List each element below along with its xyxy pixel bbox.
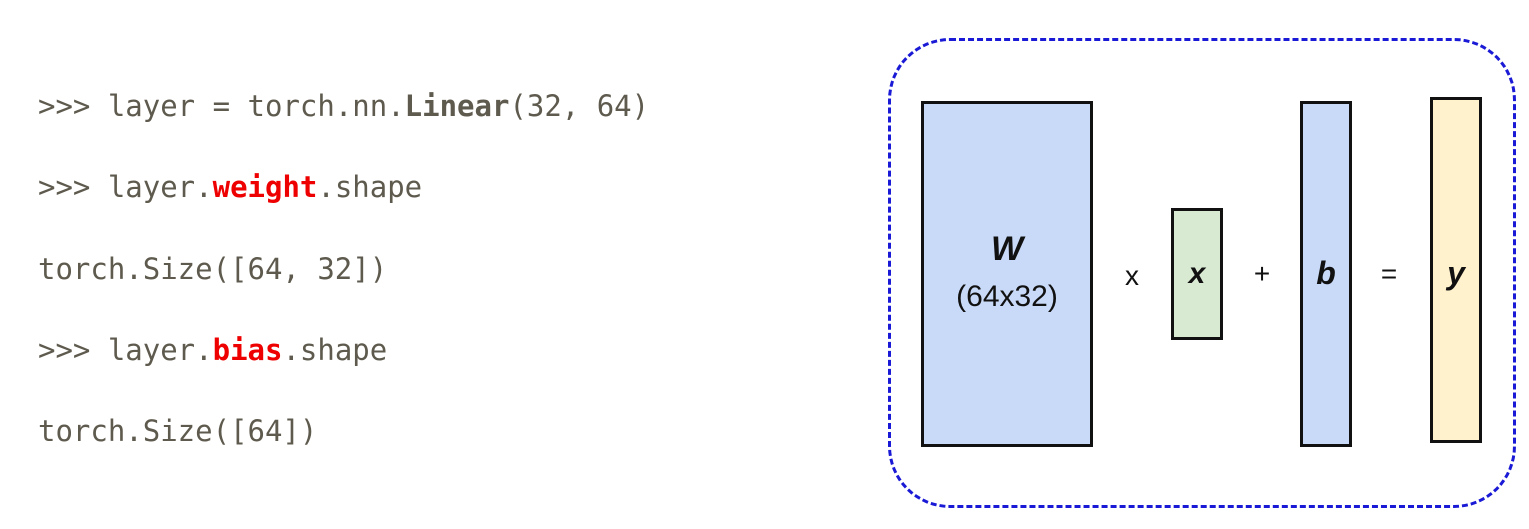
bias-symbol: b	[1316, 255, 1336, 291]
prompt: >>>	[38, 333, 108, 367]
weight-shape-label: (64x32)	[956, 280, 1058, 313]
code-text: layer.	[107, 170, 213, 204]
code-line-2: >>> layer.weight.shape	[38, 173, 422, 202]
class-name-linear: Linear	[404, 89, 510, 123]
multiply-operator: x	[1125, 260, 1139, 291]
code-text: .shape	[282, 333, 388, 367]
code-line-4: >>> layer.bias.shape	[38, 336, 387, 365]
input-symbol: x	[1188, 257, 1206, 290]
output-symbol: y	[1447, 255, 1465, 291]
attr-weight: weight	[212, 170, 318, 204]
code-line-5: torch.Size([64])	[38, 417, 317, 446]
weight-matrix-box	[921, 101, 1093, 447]
bias-vector-box	[1300, 101, 1352, 447]
code-text: .shape	[317, 170, 423, 204]
input-vector-box	[1171, 208, 1223, 340]
code-line-1: >>> layer = torch.nn.Linear(32, 64)	[38, 92, 649, 121]
output-text: torch.Size([64, 32])	[38, 252, 388, 286]
equals-operator: =	[1380, 258, 1398, 289]
code-text: (32, 64)	[509, 89, 650, 123]
code-line-3: torch.Size([64, 32])	[38, 255, 387, 284]
weight-symbol: W	[990, 230, 1024, 268]
diagram-frame	[888, 38, 1516, 508]
plus-operator: +	[1253, 258, 1271, 289]
output-text: torch.Size([64])	[38, 414, 318, 448]
prompt: >>>	[38, 170, 108, 204]
output-vector-box	[1430, 97, 1482, 443]
prompt: >>>	[38, 89, 108, 123]
code-text: layer.	[107, 333, 213, 367]
attr-bias: bias	[212, 333, 283, 367]
code-text: layer = torch.nn.	[107, 89, 405, 123]
